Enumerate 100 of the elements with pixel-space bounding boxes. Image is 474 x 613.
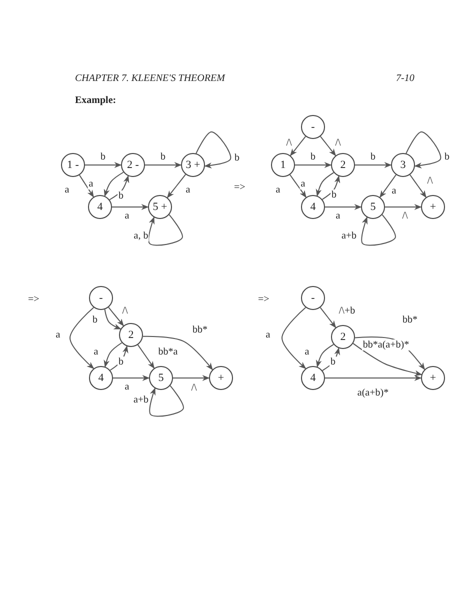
arrow [322,176,340,200]
edge-label: b [118,190,124,202]
state-label: - [99,292,103,304]
edge-label: b [444,152,450,162]
state-label: 1 - [67,159,79,171]
arrow [196,131,232,168]
state-circle [331,153,355,177]
arrow [320,136,336,156]
state-circle [119,323,143,347]
state-circle [331,325,355,349]
state-label: 4 [310,372,316,384]
arrow [149,385,184,417]
arrow [112,204,149,210]
arrow [70,306,94,370]
state-circle [271,153,295,177]
state-circle [301,366,325,390]
state-circle [121,153,145,177]
arrow [406,131,442,168]
state-label: 2 - [127,159,139,171]
arrow [354,162,392,168]
state-circle [148,195,172,219]
edge-label: b [310,152,316,162]
state-label: + [430,372,436,384]
arrow [352,342,422,376]
arrow [108,306,124,326]
arrow [379,174,397,198]
header-title: CHAPTER 7. KLEENE'S THEOREM [75,73,225,84]
edge-label: a [64,184,70,196]
state-label: + [430,201,436,213]
state-circle [149,366,173,390]
state-label: 2 [128,329,134,341]
edge-label: a+b [340,230,358,242]
state-circle [301,195,325,219]
state-circle [88,195,112,219]
state-circle [61,153,85,177]
arrow [294,162,332,168]
state-label: 2 [340,159,346,171]
edge-label: a(a+b)* [356,388,390,398]
arrow [166,174,186,198]
state-label: 4 [97,201,103,213]
arrow [148,214,183,246]
arrow [104,308,122,330]
edge-label: /\ [190,382,198,394]
edge-label: a [264,330,272,340]
arrow [79,174,94,198]
edge-label: b [160,152,166,162]
edge-label: /\+b [338,306,356,316]
edge-label: a [54,330,62,340]
arrow [316,172,334,196]
edge-label: /\ [334,138,342,148]
edge-label: bb* [402,314,418,326]
arrow [112,375,150,381]
state-circle [391,153,415,177]
arrow [172,375,210,381]
arrow [320,307,336,328]
state-label: 5 + [152,201,168,213]
edge-label: b [330,356,336,368]
edge-label: /\ [401,210,409,222]
edge-label: a [274,184,282,196]
edge-label: b [118,356,124,368]
state-label: 4 [98,372,104,384]
edge-label: a [124,210,130,222]
edge-label: /\ [285,138,293,148]
arrow [361,214,396,246]
state-label: 3 [400,159,406,171]
state-circle [361,195,385,219]
state-label: 3 + [186,159,200,171]
state-circle [301,115,325,139]
arrow [289,174,307,198]
edge-label: bb* [192,324,208,336]
arrow [104,172,124,197]
edge-label: bb*a [157,346,179,358]
arrow [110,346,128,371]
arrow [84,162,122,168]
state-circle [421,195,445,219]
arrow [142,336,213,370]
edge-label: b [100,152,106,162]
edge-label: bb*a(a+b)* [362,340,410,350]
state-circle [181,153,205,177]
edge-label: b [330,190,338,200]
page-number: 7-10 [396,73,414,84]
edge-label: b [370,152,376,162]
transform-symbol: => [234,182,246,193]
arrow [104,342,122,368]
state-circle [89,286,113,310]
arrow [144,162,182,168]
edge-label: a [334,210,342,222]
arrow [290,136,306,156]
edge-label: a+b [132,394,150,406]
arrow [384,204,422,210]
section-heading: Example: [75,95,116,106]
state-label: 2 [340,331,346,343]
state-label: - [311,292,315,304]
edge-label: /\ [121,306,129,316]
arrow [109,175,130,200]
state-label: 5 [158,372,164,384]
edge-label: a [92,346,100,358]
state-circle [301,286,325,310]
edge-label: b [234,152,240,164]
state-label: 4 [310,201,316,213]
